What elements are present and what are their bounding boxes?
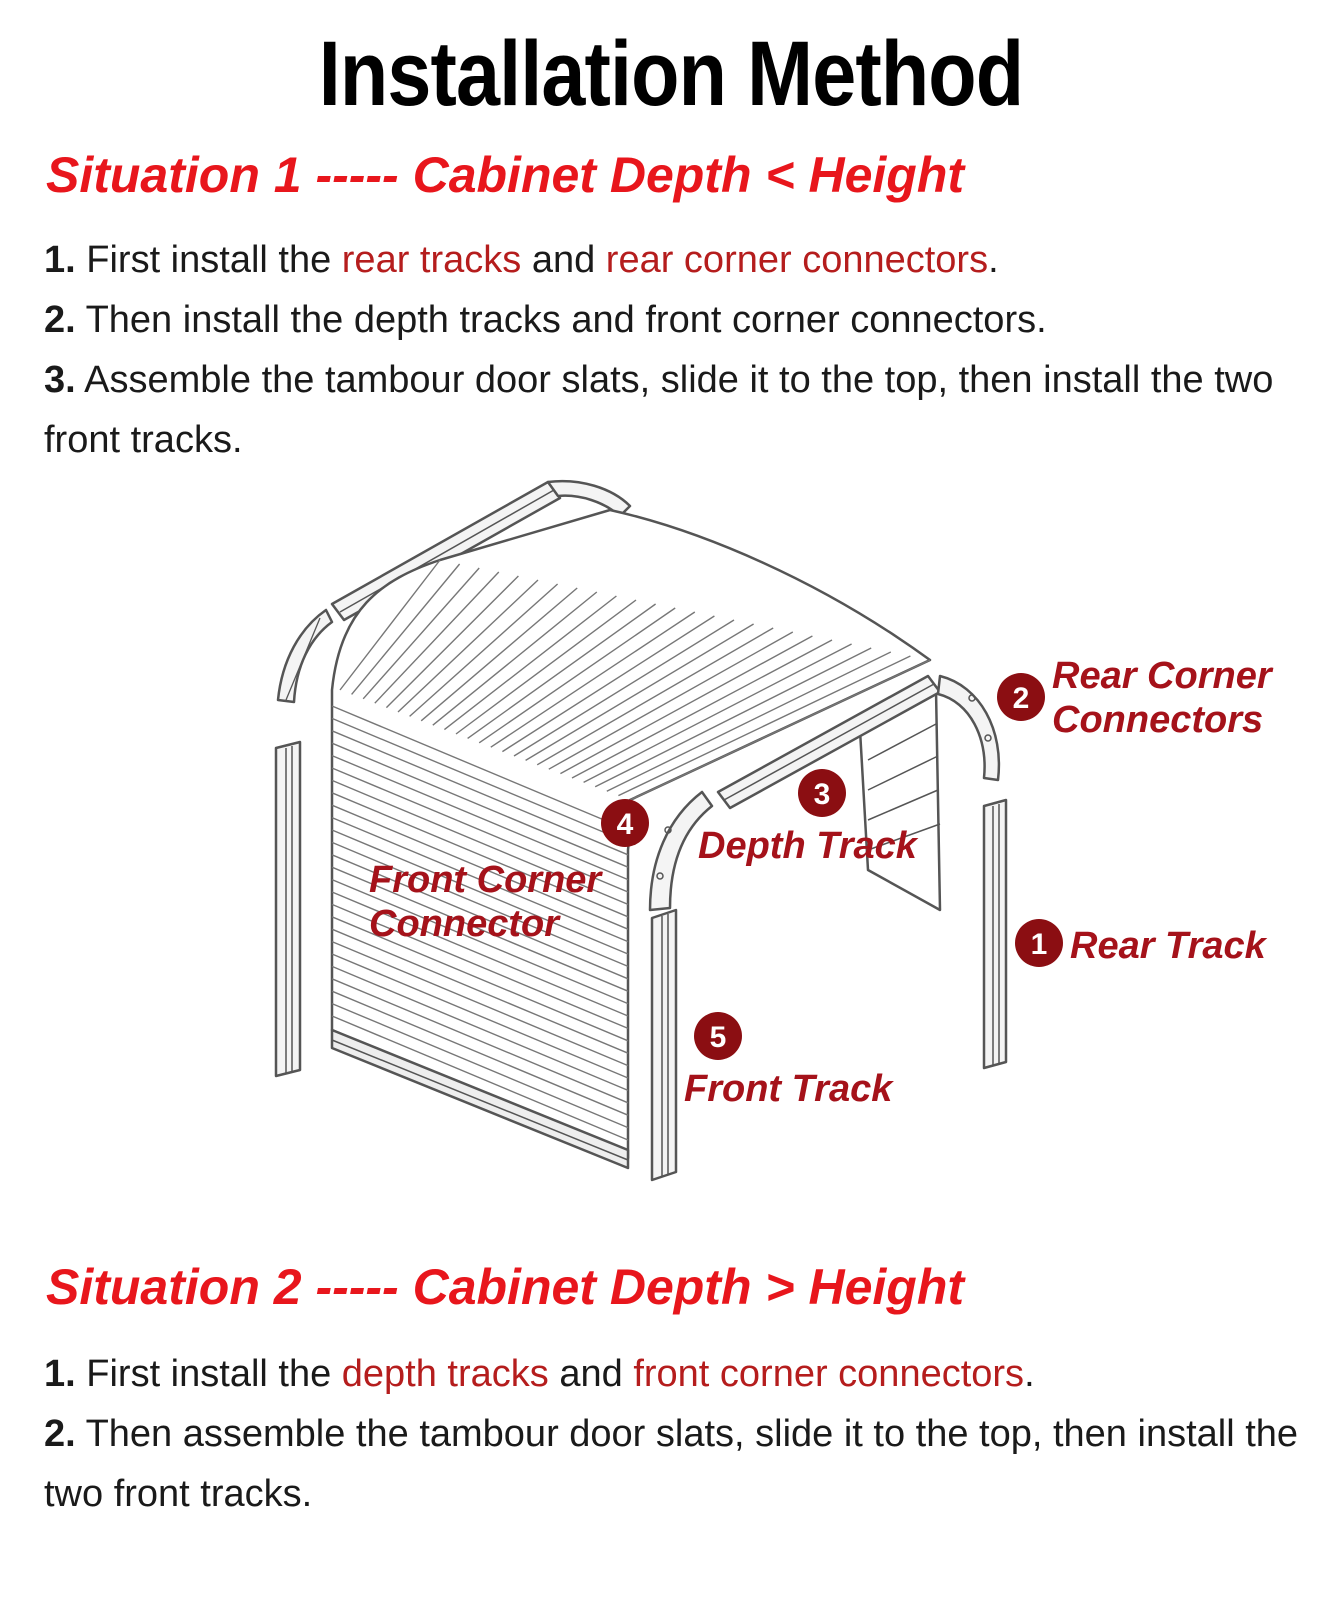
callout-number: 3 — [814, 778, 831, 811]
callout-label: Front Track — [684, 1068, 894, 1110]
callout-front-corner-connector: 4 Front Corner Connector — [369, 799, 649, 945]
callout-label: Connectors — [1052, 699, 1263, 741]
callout-label: Connector — [369, 903, 561, 945]
callout-label: Depth Track — [698, 825, 919, 867]
callout-label: Front Corner — [369, 859, 603, 901]
front-track-part — [650, 908, 678, 1182]
page-title: Installation Method — [318, 23, 1024, 125]
callout-depth-track: 3 Depth Track — [698, 769, 919, 867]
step-number: 1. — [44, 1353, 76, 1395]
door-slats — [331, 559, 931, 1141]
step-text: . — [1024, 1353, 1035, 1395]
callout-number: 1 — [1031, 928, 1048, 961]
callout-number: 5 — [710, 1021, 727, 1054]
callout-badge-2 — [997, 673, 1045, 721]
left-curved-connector — [276, 608, 334, 704]
callout-number: 2 — [1013, 682, 1030, 715]
situation-1-step-3: 3. Assemble the tambour door slats, slid… — [44, 350, 1314, 470]
right-rear-track — [982, 798, 1008, 1070]
callout-rear-corner-connectors: 2 Rear Corner Connectors — [997, 655, 1274, 741]
step-text: . — [988, 239, 999, 281]
situation-2-step-2: 2. Then assemble the tambour door slats,… — [44, 1404, 1314, 1524]
step-text: First install the — [75, 1353, 342, 1395]
callout-badge-5 — [694, 1012, 742, 1060]
step-number: 2. — [44, 1413, 76, 1455]
callout-label: Rear Corner — [1052, 655, 1274, 697]
callout-badge-3 — [798, 769, 846, 817]
situation-1-step-2: 2. Then install the depth tracks and fro… — [44, 290, 1314, 350]
step-text: Assemble the tambour door slats, slide i… — [44, 359, 1274, 461]
step-highlight: rear tracks — [341, 239, 522, 281]
situation-1-steps: 1. First install the rear tracks and rea… — [44, 230, 1314, 470]
situation-2-step-1: 1. First install the depth tracks and fr… — [44, 1344, 1314, 1404]
callout-badge-1 — [1015, 919, 1063, 967]
step-highlight: front corner connectors — [633, 1353, 1025, 1395]
callout-label: Rear Track — [1070, 925, 1268, 967]
step-number: 3. — [44, 359, 76, 401]
step-number: 2. — [44, 299, 76, 341]
step-text: and — [521, 239, 606, 281]
callout-badge-4 — [601, 799, 649, 847]
situation-2-steps: 1. First install the depth tracks and fr… — [44, 1344, 1314, 1524]
step-number: 1. — [44, 239, 76, 281]
callout-rear-track: 1 Rear Track — [1015, 919, 1268, 967]
situation-1-heading: Situation 1 ----- Cabinet Depth < Height — [46, 147, 965, 203]
step-text: Then install the depth tracks and front … — [75, 299, 1047, 341]
step-highlight: depth tracks — [341, 1353, 549, 1395]
front-corner-connector-part — [648, 790, 714, 912]
left-rear-track — [274, 740, 302, 1078]
situation-1-step-1: 1. First install the rear tracks and rea… — [44, 230, 1314, 290]
step-text: and — [548, 1353, 634, 1395]
step-highlight: rear corner connectors — [605, 239, 989, 281]
step-text: Then assemble the tambour door slats, sl… — [44, 1413, 1299, 1515]
tambour-cabinet-diagram: 4 Front Corner Connector 3 Depth Track 2… — [274, 479, 1274, 1182]
situation-2-heading: Situation 2 ----- Cabinet Depth > Height — [46, 1259, 965, 1315]
rear-corner-connector-part — [936, 674, 1001, 782]
callout-number: 4 — [617, 808, 634, 841]
step-text: First install the — [75, 239, 342, 281]
callout-front-track: 5 Front Track — [684, 1012, 894, 1110]
